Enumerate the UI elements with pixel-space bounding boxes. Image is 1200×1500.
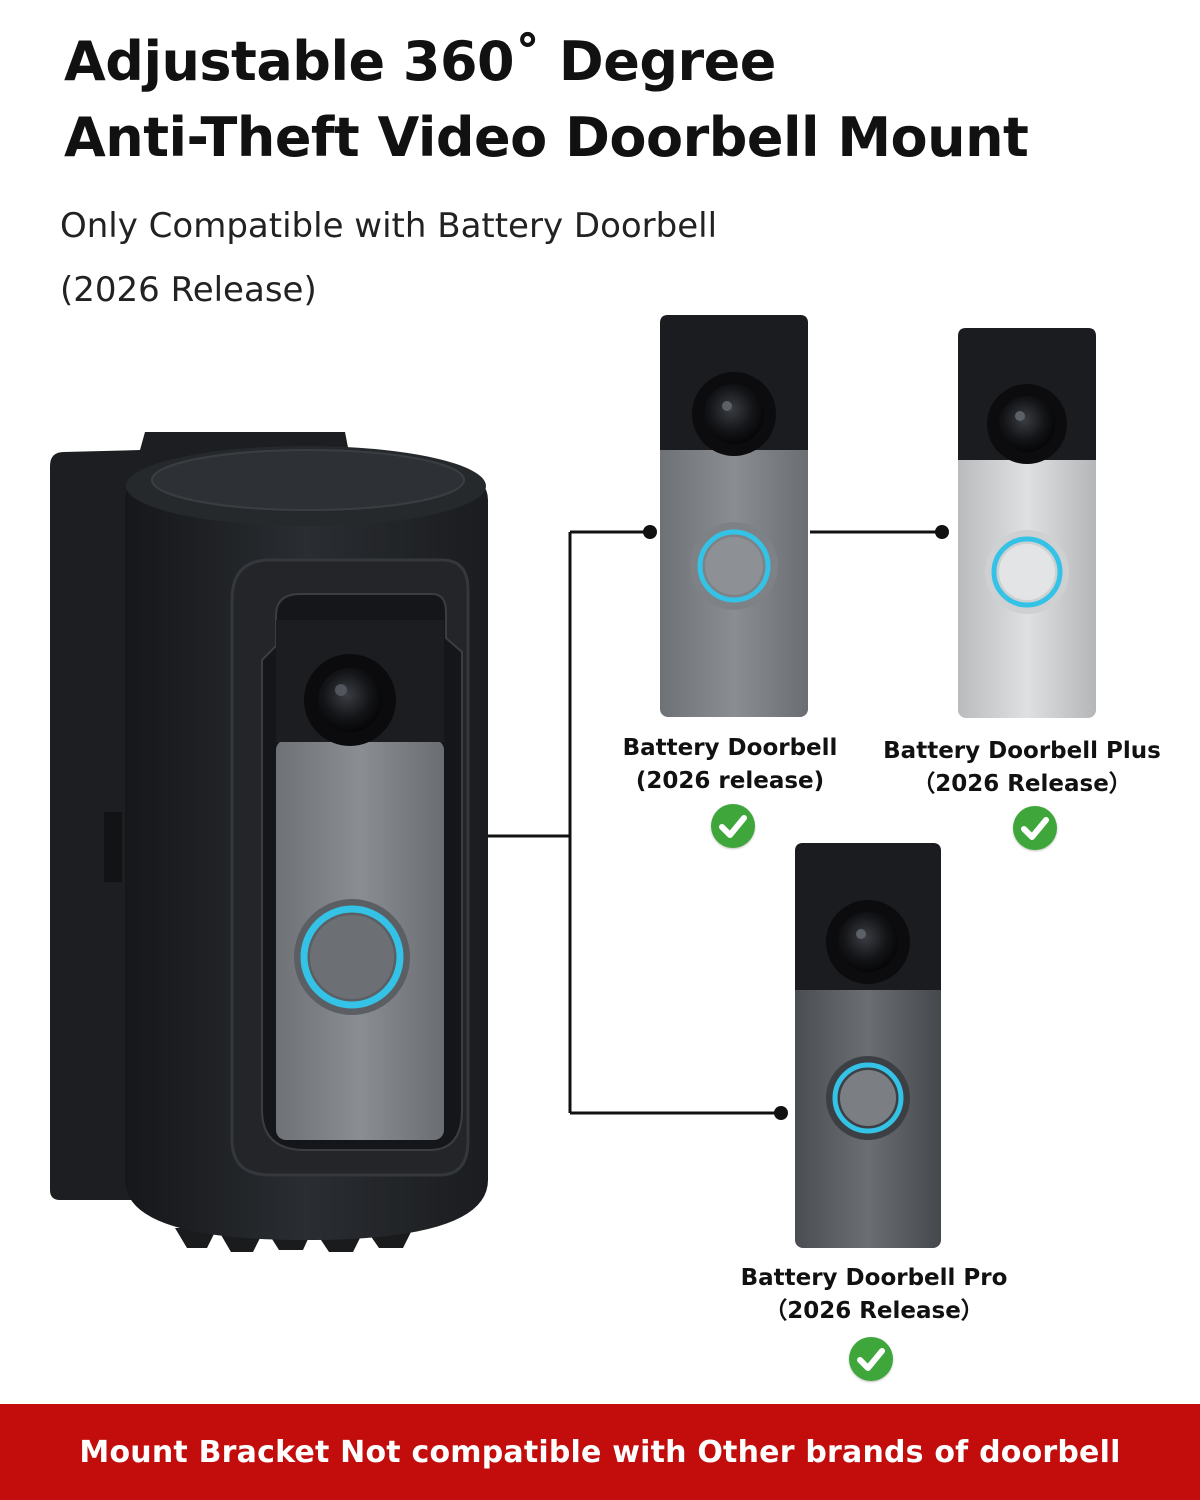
product-label-battery-doorbell-pro: Battery Doorbell Pro （2026 Release） xyxy=(724,1262,1024,1328)
product-release: （2026 Release） xyxy=(764,1298,984,1324)
warning-banner: Mount Bracket Not compatible with Other … xyxy=(0,1404,1200,1500)
product-label-battery-doorbell: Battery Doorbell (2026 release) xyxy=(600,732,860,798)
mount-bracket xyxy=(50,432,488,1252)
connector-lines xyxy=(485,530,940,1115)
product-release: （2026 Release） xyxy=(912,771,1132,797)
product-name: Battery Doorbell xyxy=(622,735,838,761)
doorbell-battery-pro-image xyxy=(795,843,941,1248)
page-title: Adjustable 360˚ Degree Anti-Theft Video … xyxy=(64,24,1029,176)
product-label-battery-doorbell-plus: Battery Doorbell Plus （2026 Release） xyxy=(872,735,1172,801)
doorbell-battery-plus-image xyxy=(958,328,1096,718)
connector-dot-1 xyxy=(643,525,657,539)
connector-dot-2 xyxy=(935,525,949,539)
connector-dot-3 xyxy=(774,1106,788,1120)
product-name: Battery Doorbell Pro xyxy=(740,1265,1008,1291)
subtitle-line-1: Only Compatible with Battery Doorbell xyxy=(60,206,718,246)
title-line-2: Anti-Theft Video Doorbell Mount xyxy=(64,106,1029,169)
product-release: (2026 release) xyxy=(635,768,825,794)
doorbell-battery-image xyxy=(660,315,808,717)
compatibility-subtitle: Only Compatible with Battery Doorbell (2… xyxy=(60,194,717,322)
check-icon xyxy=(849,1337,893,1381)
title-line-1: Adjustable 360˚ Degree xyxy=(64,30,776,93)
subtitle-line-2: (2026 Release) xyxy=(60,270,317,310)
warning-banner-text: Mount Bracket Not compatible with Other … xyxy=(79,1434,1121,1470)
check-icon xyxy=(711,804,755,848)
product-illustration xyxy=(50,315,1096,1252)
check-icon xyxy=(1013,806,1057,850)
product-name: Battery Doorbell Plus xyxy=(883,738,1161,764)
